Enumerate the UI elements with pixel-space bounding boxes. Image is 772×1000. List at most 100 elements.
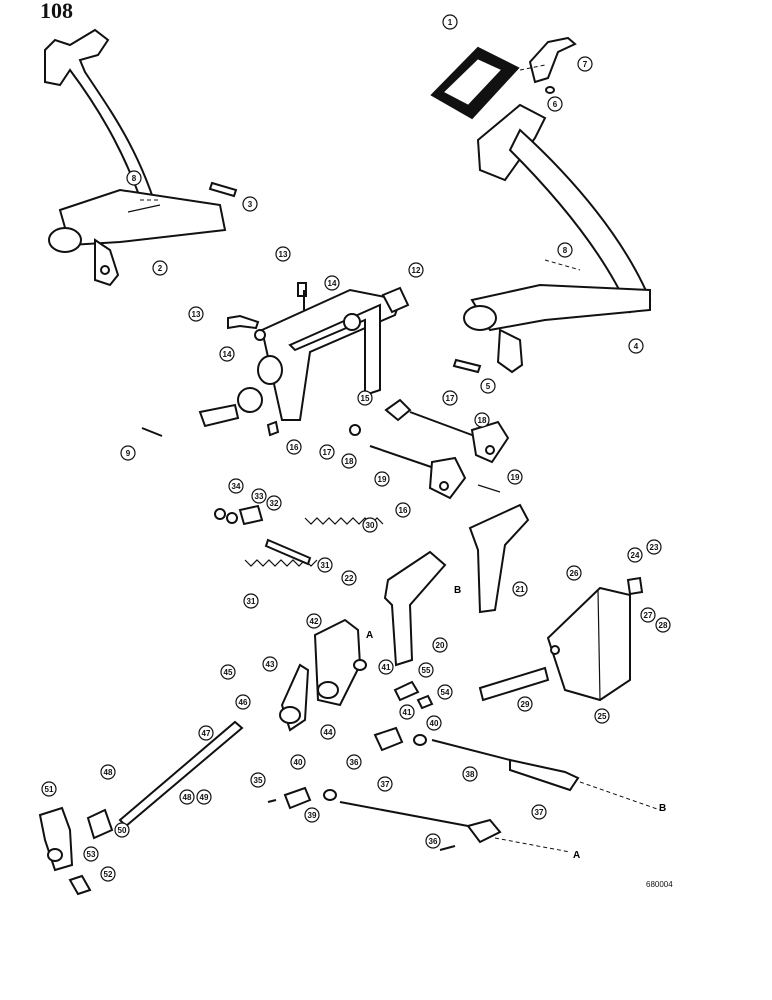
- callout-label: 36: [429, 837, 438, 846]
- callout-49: 49: [196, 789, 212, 805]
- reference-letter-b: B: [659, 803, 667, 814]
- callout-16: 16: [286, 439, 302, 455]
- callout-label: 38: [466, 770, 475, 779]
- guide-line-b: [579, 781, 661, 811]
- callout-label: 2: [158, 264, 163, 273]
- callout-label: 43: [266, 660, 275, 669]
- bracket-26: [546, 586, 631, 702]
- callout-label: 18: [478, 416, 487, 425]
- callout-8: 8: [126, 170, 142, 186]
- callout-label: 45: [224, 668, 233, 677]
- callout-label: 25: [598, 712, 607, 721]
- callout-label: 7: [583, 60, 588, 69]
- callout-label: 3: [248, 200, 253, 209]
- callout-39: 39: [304, 807, 320, 823]
- callout-55: 55: [418, 662, 434, 678]
- callout-41: 41: [399, 704, 415, 720]
- callout-label: 15: [361, 394, 370, 403]
- callout-14: 14: [219, 346, 235, 362]
- bolt-13-side: [227, 314, 260, 330]
- callout-label: 52: [104, 870, 113, 879]
- callout-label: 14: [223, 350, 232, 359]
- callout-label: 22: [345, 574, 354, 583]
- callout-2: 2: [152, 260, 168, 276]
- callout-14: 14: [324, 275, 340, 291]
- left-pedal-assembly: [44, 28, 227, 287]
- guide-line-a: [494, 837, 571, 853]
- callout-label: 36: [350, 758, 359, 767]
- callout-7: 7: [577, 56, 593, 72]
- callout-label: 1: [448, 18, 453, 27]
- callout-label: 33: [255, 492, 264, 501]
- callout-label: 32: [270, 499, 279, 508]
- callout-26: 26: [566, 565, 582, 581]
- lever-mark-a: A: [366, 630, 374, 641]
- callout-53: 53: [83, 846, 99, 862]
- callout-label: 34: [232, 482, 241, 491]
- callout-21: 21: [512, 581, 528, 597]
- callout-18: 18: [474, 412, 490, 428]
- callout-label: 35: [254, 776, 263, 785]
- callout-label: 13: [192, 310, 201, 319]
- callout-label: 53: [87, 850, 96, 859]
- callout-label: 48: [104, 768, 113, 777]
- callout-17: 17: [442, 390, 458, 406]
- callout-label: 31: [321, 561, 330, 570]
- callout-18: 18: [341, 453, 357, 469]
- bolt-13-top: [297, 282, 307, 310]
- callout-29: 29: [517, 696, 533, 712]
- callout-12: 12: [408, 262, 424, 278]
- callout-34: 34: [228, 478, 244, 494]
- callout-label: 49: [200, 793, 209, 802]
- lever-21: [468, 503, 530, 614]
- callout-label: 31: [247, 597, 256, 606]
- callout-37: 37: [531, 804, 547, 820]
- callout-20: 20: [432, 637, 448, 653]
- center-bracket: [237, 286, 410, 421]
- callout-1: 1: [442, 14, 458, 30]
- callout-54: 54: [437, 684, 453, 700]
- shaft-49: [118, 720, 244, 828]
- callout-31: 31: [243, 593, 259, 609]
- callout-44: 44: [320, 724, 336, 740]
- callout-17: 17: [319, 444, 335, 460]
- callout-16: 16: [395, 502, 411, 518]
- callout-27: 27: [640, 607, 656, 623]
- callout-45: 45: [220, 664, 236, 680]
- washer-14: [254, 329, 266, 341]
- callout-43: 43: [262, 656, 278, 672]
- callout-label: 47: [202, 729, 211, 738]
- callout-label: 41: [382, 663, 391, 672]
- callout-38: 38: [462, 766, 478, 782]
- callout-48: 48: [179, 789, 195, 805]
- callout-label: 29: [521, 700, 530, 709]
- bushing-50: [86, 808, 114, 840]
- callout-13: 13: [275, 246, 291, 262]
- callout-label: 54: [441, 688, 450, 697]
- callout-24: 24: [627, 547, 643, 563]
- callout-label: 40: [294, 758, 303, 767]
- callout-label: 9: [126, 449, 131, 458]
- callout-36: 36: [425, 833, 441, 849]
- callout-6: 6: [547, 96, 563, 112]
- callout-label: 6: [553, 100, 558, 109]
- right-pedal-assembly: [463, 103, 652, 374]
- callout-label: 5: [486, 382, 491, 391]
- reference-letter-a: A: [573, 850, 581, 861]
- callout-22: 22: [341, 570, 357, 586]
- rod-39: [431, 739, 511, 761]
- pin-5: [452, 358, 482, 374]
- callout-32: 32: [266, 495, 282, 511]
- callout-label: 12: [412, 266, 421, 275]
- callout-label: 24: [631, 551, 640, 560]
- rod-38: [339, 801, 469, 827]
- callout-35: 35: [250, 772, 266, 788]
- callout-label: 55: [422, 666, 431, 675]
- callout-8: 8: [557, 242, 573, 258]
- callout-label: 26: [570, 569, 579, 578]
- callout-label: 14: [328, 279, 337, 288]
- clevis-rod-upper: [384, 398, 510, 464]
- callout-label: 28: [659, 621, 668, 630]
- callout-label: 19: [511, 473, 520, 482]
